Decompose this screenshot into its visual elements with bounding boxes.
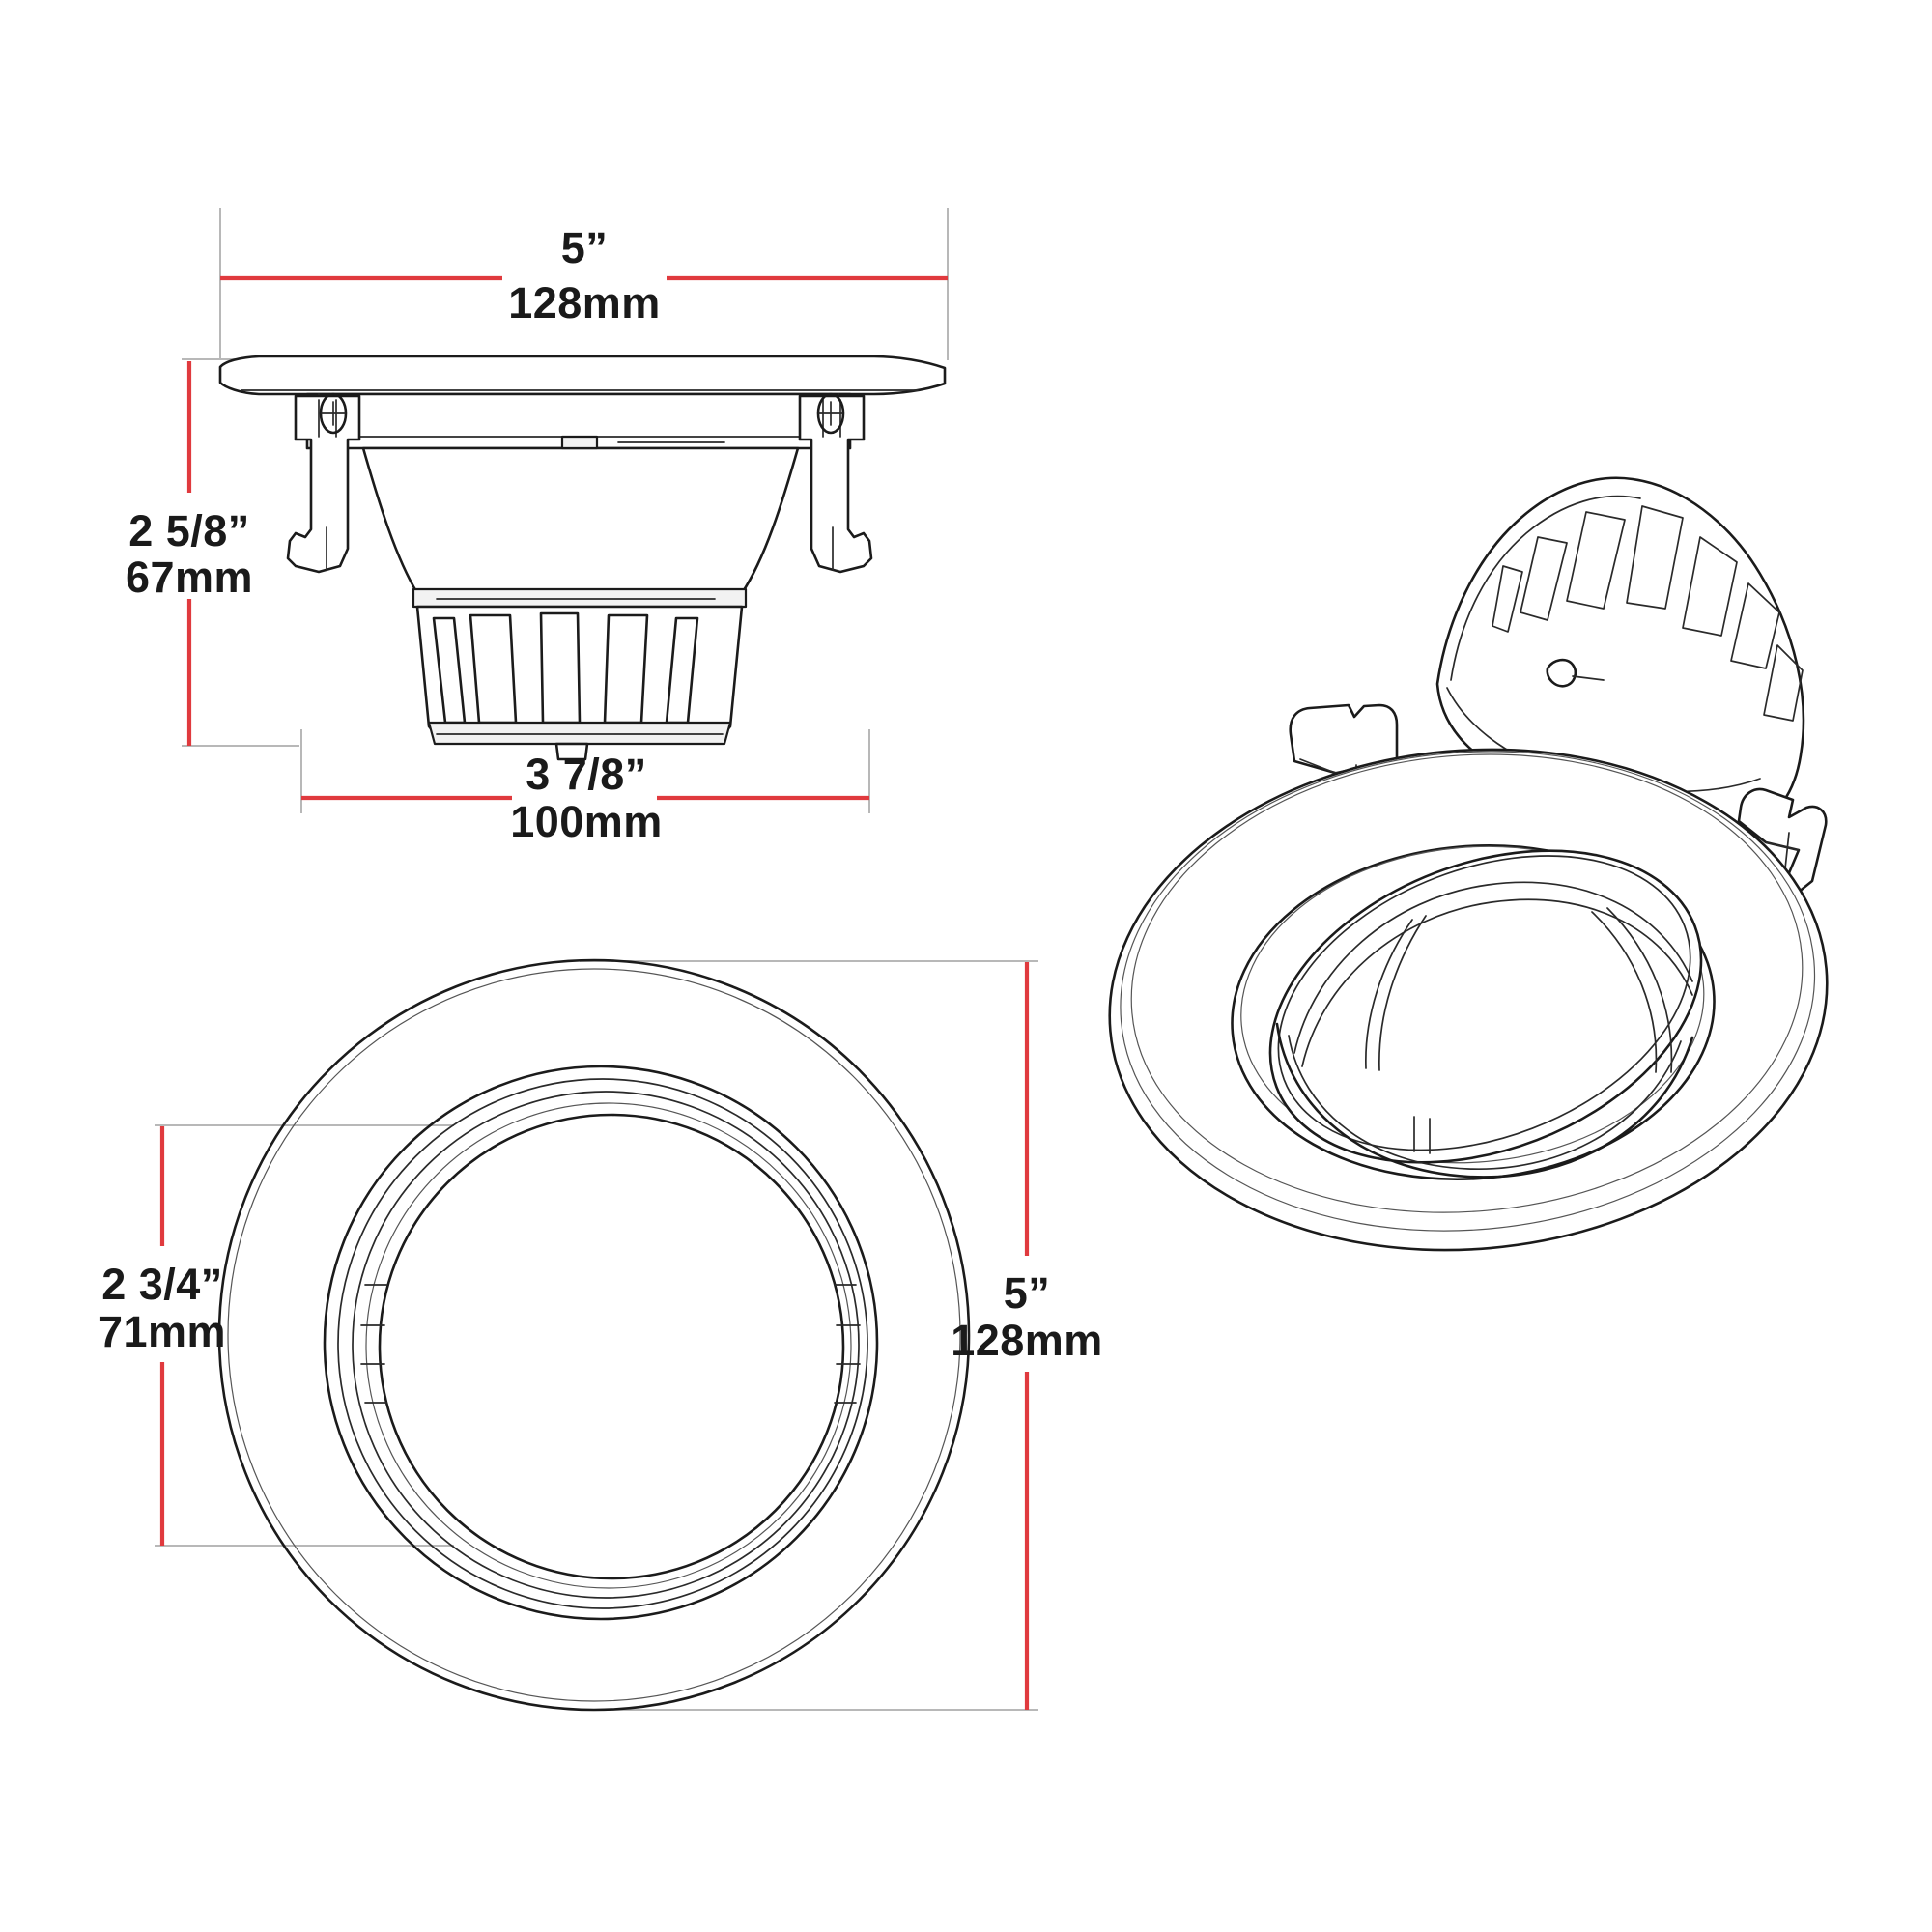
dimension-plan-inner-metric: 71mm (99, 1307, 226, 1356)
dimension-plan-outer: 5” 128mm (951, 962, 1103, 1710)
iso-heatsink-fin-slots (1492, 505, 1804, 722)
iso-reflector-face-inset (1277, 855, 1691, 1151)
dimension-side-aperture-metric: 100mm (510, 797, 663, 846)
dimension-side-width: 5” 128mm (220, 223, 948, 327)
dimension-side-width-metric: 128mm (508, 278, 661, 327)
spring-clip-left (286, 392, 361, 574)
plan-aperture-ring-1 (323, 1065, 879, 1621)
plan-gimbal-notches-right (834, 1284, 861, 1404)
side-elevation-view (182, 208, 949, 813)
trim-flange (218, 355, 947, 396)
housing-body (361, 435, 800, 609)
plan-trim-outer-inset (227, 968, 961, 1702)
plan-view-extension-lines (155, 960, 1038, 1711)
dimension-plan-outer-metric: 128mm (951, 1316, 1103, 1365)
dimension-plan-inner-imperial: 2 3/4” (101, 1260, 223, 1309)
iso-gimbal-reflector (1268, 849, 1703, 1179)
iso-trim-outer-inset (1120, 751, 1816, 1232)
iso-trim-aperture-inset (1240, 845, 1705, 1164)
spring-clip-right (798, 392, 873, 574)
dimension-side-aperture: 3 7/8” 100mm (301, 750, 869, 846)
heat-sink-fins (415, 605, 744, 761)
side-view-extension-lines (182, 208, 949, 813)
dimension-side-height-imperial: 2 5/8” (128, 506, 250, 555)
plan-aperture-ring-4 (365, 1102, 852, 1589)
dimension-side-aperture-imperial: 3 7/8” (526, 750, 647, 799)
bottom-plan-view (155, 958, 1038, 1712)
dimension-plan-inner: 2 3/4” 71mm (99, 1126, 226, 1546)
dimension-side-height: 2 5/8” 67mm (126, 361, 253, 746)
plan-aperture-ring-2 (337, 1078, 868, 1609)
dimension-plan-outer-imperial: 5” (1004, 1268, 1051, 1318)
plan-aperture-ring-3 (352, 1091, 860, 1599)
iso-trim-outer-inset2 (1130, 753, 1804, 1213)
plan-gimbal-notches (360, 1284, 387, 1404)
plan-gimbal-ring (378, 1113, 845, 1580)
isometric-3d-view (1108, 476, 1829, 1252)
plan-trim-outer-circle (217, 958, 971, 1712)
dimension-side-width-imperial: 5” (561, 223, 609, 272)
dimension-side-height-metric: 67mm (126, 553, 253, 602)
